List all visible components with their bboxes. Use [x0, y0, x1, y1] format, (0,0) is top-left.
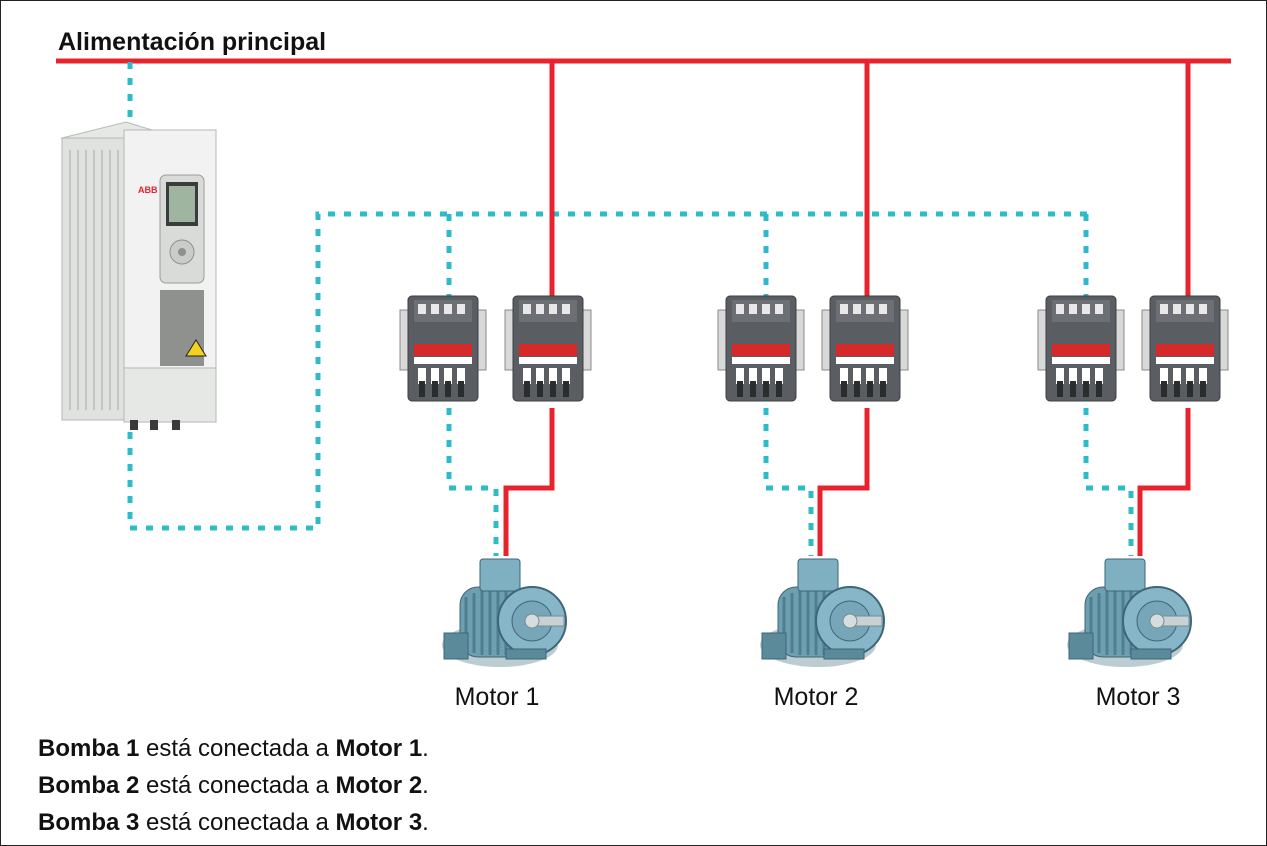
caption-pump-3: Bomba 3: [38, 809, 140, 836]
contactor-2b-icon: [821, 295, 909, 402]
caption-pump-2: Bomba 2: [38, 772, 140, 799]
motor-1-wiring: [446, 62, 555, 556]
caption-end-2: .: [422, 772, 429, 799]
caption-line-1: Bomba 1 está conectada a Motor 1.: [38, 735, 429, 763]
caption-text-3: está conectada a: [139, 809, 336, 836]
caption-text-2: está conectada a: [139, 772, 336, 799]
caption-motor-2: Motor 2: [335, 772, 423, 799]
motor-3-label: Motor 3: [1095, 683, 1181, 711]
contactor-3b-icon: [1141, 295, 1229, 402]
contactor-3a-icon: [1037, 295, 1125, 402]
motor-2-icon: [758, 557, 886, 669]
variable-frequency-drive-icon: ABB: [60, 121, 217, 430]
motor-1-icon: [440, 557, 568, 669]
motor-3-wiring: [1083, 62, 1191, 556]
drive-output-line: [127, 211, 1090, 531]
caption-line-2: Bomba 2 está conectada a Motor 2.: [38, 772, 429, 800]
motor-1-label: Motor 1: [454, 683, 540, 711]
motor-2-label: Motor 2: [773, 683, 859, 711]
caption-motor-3: Motor 3: [335, 809, 423, 836]
motor-3-icon: [1065, 557, 1193, 669]
caption-text-1: está conectada a: [139, 735, 336, 762]
caption-line-3: Bomba 3 está conectada a Motor 3.: [38, 809, 429, 837]
svg-text:ABB: ABB: [138, 185, 158, 195]
caption-motor-1: Motor 1: [335, 735, 423, 762]
contactor-1a-icon: [399, 295, 487, 402]
diagram-title: Alimentación principal: [58, 28, 327, 56]
contactor-1b-icon: [504, 295, 592, 402]
caption-pump-1: Bomba 1: [38, 735, 140, 762]
motor-2-wiring: [763, 62, 870, 556]
caption-end-3: .: [422, 809, 429, 836]
contactor-2a-icon: [717, 295, 805, 402]
caption-end-1: .: [422, 735, 429, 762]
